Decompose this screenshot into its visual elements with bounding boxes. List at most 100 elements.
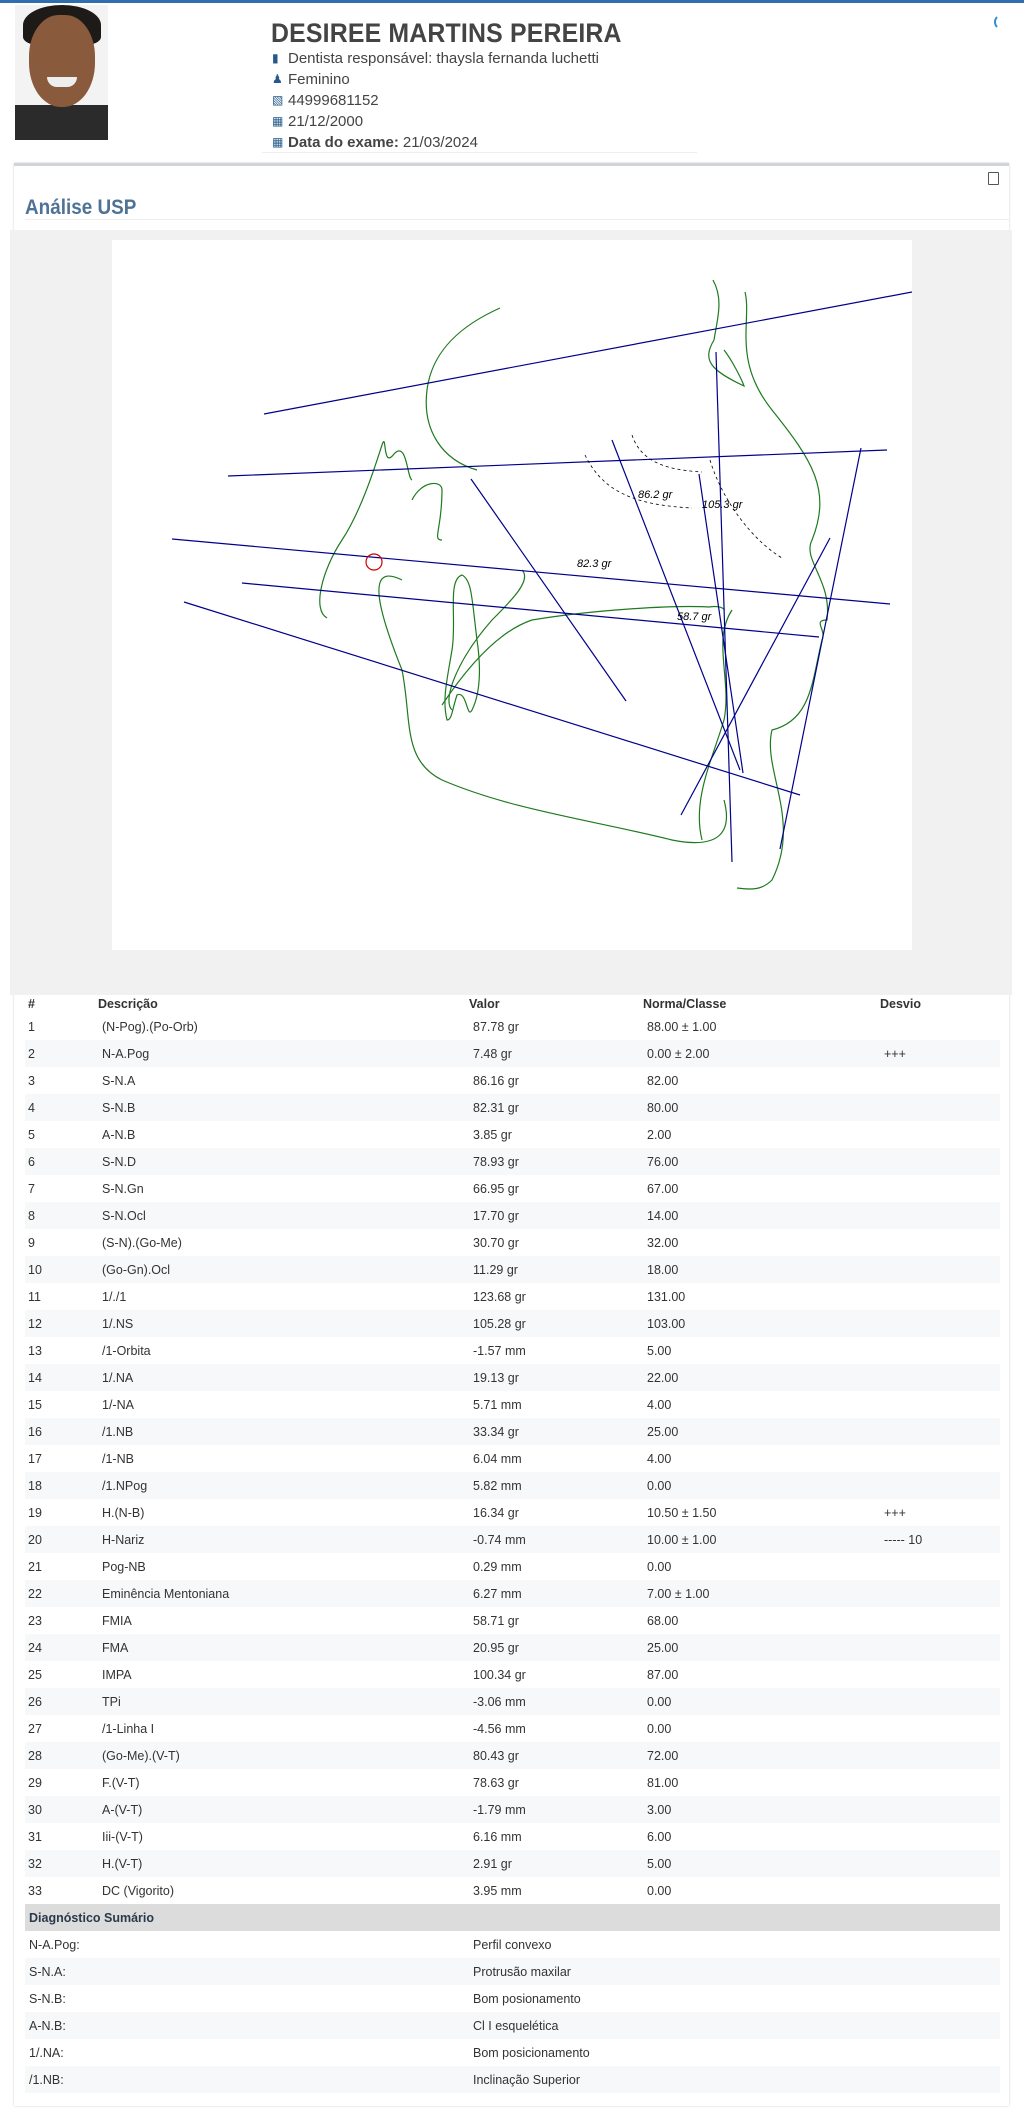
row-value: -3.06 mm	[469, 1688, 643, 1715]
row-deviation: +++	[880, 1040, 1000, 1067]
row-deviation	[880, 1850, 1000, 1877]
row-description: S-N.Gn	[102, 1181, 144, 1196]
patient-name: DESIREE MARTINS PEREIRA	[271, 18, 622, 48]
col-header-description: Descrição	[98, 997, 158, 1011]
row-number: 17	[28, 1451, 42, 1466]
birthdate-text: 21/12/2000	[288, 113, 364, 130]
row-description: F.(V-T)	[102, 1775, 140, 1790]
incisor-axis-line	[698, 473, 744, 774]
row-description: /1-Orbita	[102, 1343, 151, 1358]
row-value: 6.04 mm	[473, 1451, 522, 1466]
row-deviation	[880, 1202, 1000, 1229]
vertical-line	[715, 351, 733, 863]
row-number: 22	[25, 1580, 98, 1607]
row-deviation: ----- 10	[880, 1526, 1000, 1553]
row-norm: 3.00	[643, 1796, 880, 1823]
row-deviation	[880, 1661, 1000, 1688]
row-deviation	[880, 1256, 1000, 1283]
summary-row: /1.NB:Inclinação Superior	[25, 2066, 1000, 2093]
row-norm: 10.00 ± 1.00	[643, 1526, 880, 1553]
angle-arc	[584, 454, 693, 509]
row-description: A-N.B	[102, 1127, 136, 1142]
row-deviation	[880, 1796, 1000, 1823]
anatomy-curves	[319, 279, 829, 890]
reference-lines	[171, 291, 913, 863]
loading-spinner-icon	[994, 14, 1010, 30]
row-number: 7	[28, 1181, 35, 1196]
sn-line	[263, 291, 913, 415]
gender-info: ♟Feminino	[272, 71, 350, 88]
row-description: S-N.Ocl	[98, 1202, 469, 1229]
row-norm: 87.00	[647, 1667, 679, 1682]
angle-arc	[709, 459, 783, 559]
row-number: 20	[25, 1526, 98, 1553]
occlusal-line	[241, 582, 820, 638]
row-deviation	[880, 1553, 1000, 1580]
row-number: 12	[25, 1310, 98, 1337]
palatal-line	[171, 538, 891, 605]
row-value: 82.31 gr	[469, 1094, 643, 1121]
frankfort-line	[227, 449, 888, 477]
soft-tissue-profile	[736, 291, 829, 890]
row-deviation	[880, 1472, 1000, 1499]
summary-key: A-N.B:	[25, 2012, 469, 2039]
row-description: Iii-(V-T)	[102, 1829, 143, 1844]
row-norm: 5.00	[647, 1343, 672, 1358]
note-icon[interactable]	[988, 172, 999, 185]
row-norm: 6.00	[647, 1829, 672, 1844]
tooth-incisor	[444, 574, 481, 721]
row-description: 1/./1	[102, 1289, 127, 1304]
angle-label: 58.7 gr	[677, 611, 713, 623]
row-norm: 7.00 ± 1.00	[643, 1580, 880, 1607]
row-number: 29	[28, 1775, 42, 1790]
row-number: 11	[28, 1289, 41, 1304]
row-number: 13	[28, 1343, 42, 1358]
row-value: 100.34 gr	[473, 1667, 526, 1682]
sella-gnathion-line	[470, 478, 627, 702]
row-norm: 88.00 ± 1.00	[647, 1019, 717, 1034]
summary-row: A-N.B:Cl I esquelética	[25, 2012, 1000, 2039]
row-description: (S-N).(Go-Me)	[102, 1235, 182, 1250]
row-value: 17.70 gr	[469, 1202, 643, 1229]
row-value: 58.71 gr	[473, 1613, 519, 1628]
row-value: 78.63 gr	[473, 1775, 519, 1790]
row-norm: 131.00	[647, 1289, 686, 1304]
row-value: 66.95 gr	[473, 1181, 519, 1196]
row-value: 33.34 gr	[469, 1418, 643, 1445]
row-norm: 0.00	[647, 1721, 672, 1736]
row-norm: 0.00	[647, 1883, 672, 1898]
row-value: 123.68 gr	[473, 1289, 526, 1304]
row-norm: 81.00	[647, 1775, 679, 1790]
row-deviation	[880, 1364, 1000, 1391]
row-description: TPi	[98, 1688, 469, 1715]
row-number: 9	[28, 1235, 35, 1250]
row-deviation	[880, 1391, 1000, 1418]
facial-line	[779, 447, 862, 850]
angle-label: 86.2 gr	[638, 489, 674, 501]
row-norm: 25.00	[643, 1634, 880, 1661]
row-norm: 76.00	[643, 1148, 880, 1175]
porion-marker	[365, 553, 383, 571]
tooth-icon: ▮	[272, 51, 279, 65]
row-value: 20.95 gr	[469, 1634, 643, 1661]
summary-value: Bom posicionamento	[473, 2045, 590, 2060]
summary-value: Bom posionamento	[473, 1991, 581, 2006]
row-description: H-Nariz	[98, 1526, 469, 1553]
row-description: S-N.D	[98, 1148, 469, 1175]
gender-text: Feminino	[288, 71, 350, 88]
row-norm: 0.00 ± 2.00	[643, 1040, 880, 1067]
row-number: 25	[28, 1667, 42, 1682]
cranial-base-curve	[319, 441, 413, 619]
row-number: 8	[25, 1202, 98, 1229]
row-norm: 18.00	[643, 1256, 880, 1283]
summary-header-row: Diagnóstico Sumário	[25, 1904, 1000, 1931]
row-description: FMA	[98, 1634, 469, 1661]
